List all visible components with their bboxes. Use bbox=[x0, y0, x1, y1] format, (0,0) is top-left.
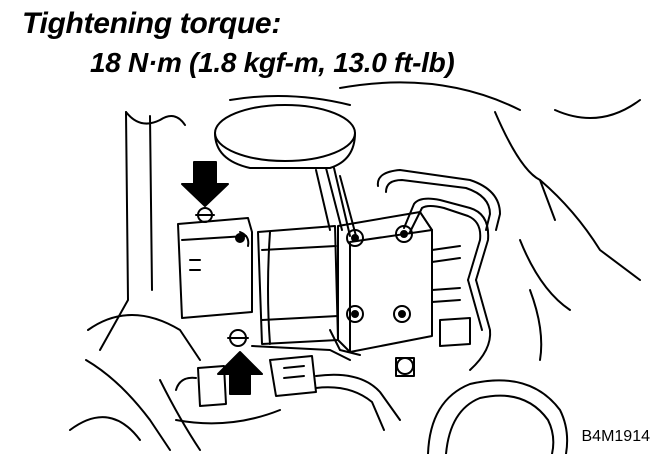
reservoir-ring bbox=[427, 379, 569, 454]
pump-motor bbox=[257, 225, 361, 356]
torque-label: Tightening torque: bbox=[22, 7, 282, 40]
body-panel-left bbox=[69, 111, 201, 451]
bracket-housing bbox=[177, 207, 253, 319]
arrow-up-icon bbox=[217, 351, 263, 395]
arrow-down-icon bbox=[181, 161, 229, 207]
lower-bolt bbox=[227, 329, 415, 377]
figure-code: B4M1914 bbox=[581, 428, 651, 445]
air-duct bbox=[214, 81, 521, 169]
brake-lines bbox=[315, 167, 501, 371]
hydraulic-unit bbox=[337, 211, 471, 353]
torque-value: 18 N·m (1.8 kgf-m, 13.0 ft-lb) bbox=[90, 47, 455, 78]
harness-connector bbox=[175, 355, 401, 431]
strut-mount bbox=[494, 99, 641, 361]
